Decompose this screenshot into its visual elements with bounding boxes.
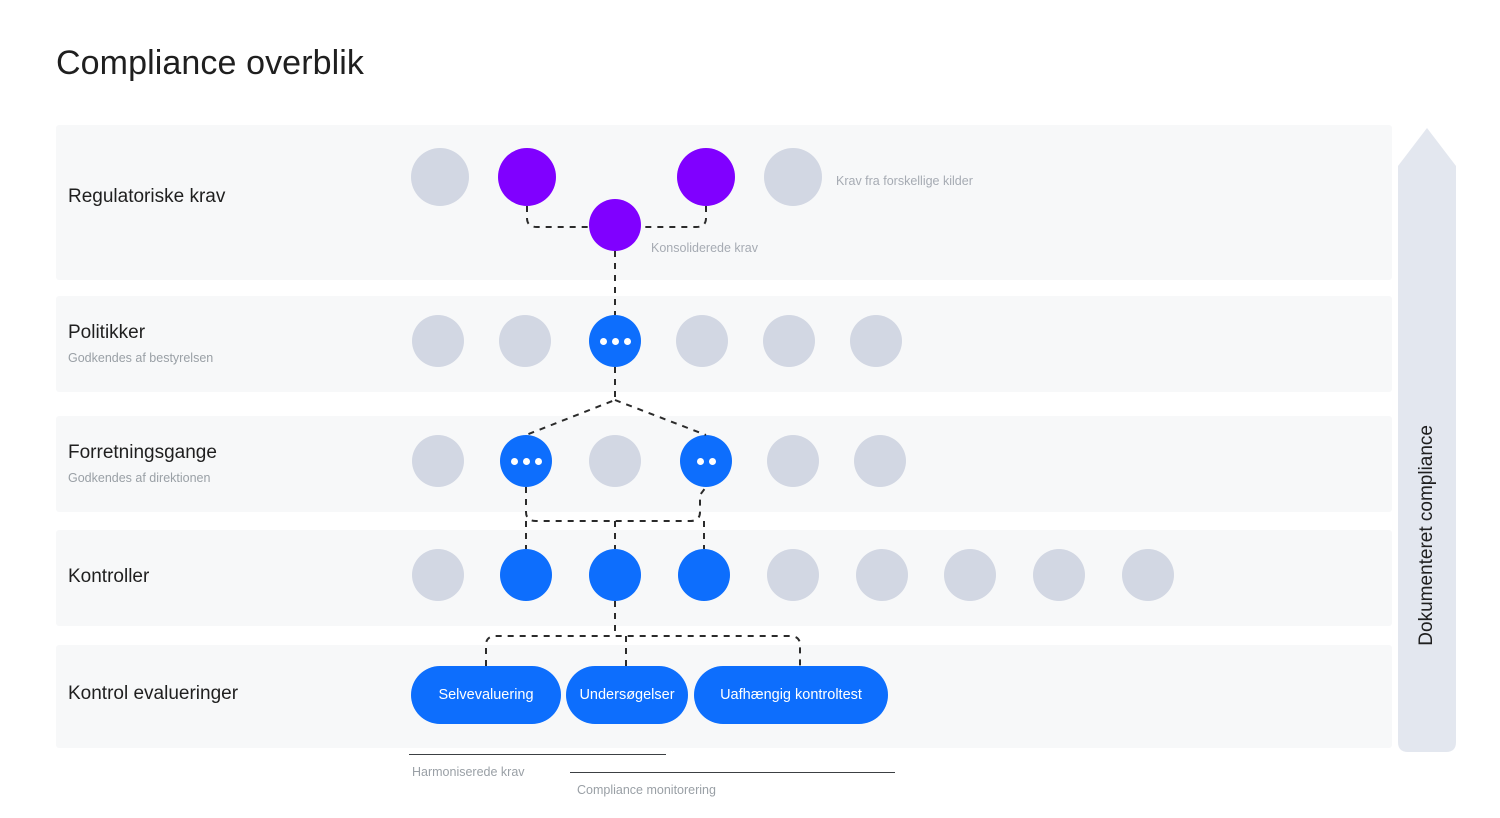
node-politikker-2[interactable] — [499, 315, 551, 367]
node-politikker-6[interactable] — [850, 315, 902, 367]
pill-label: Uafhængig kontroltest — [720, 687, 862, 703]
node-kontroller-4[interactable] — [678, 549, 730, 601]
node-forretningsgange-2[interactable] — [500, 435, 552, 487]
node-regulatoriske-krav-4[interactable] — [677, 148, 735, 206]
pill-selvevaluering[interactable]: Selvevaluering — [411, 666, 561, 724]
pill-label: Undersøgelser — [579, 687, 675, 703]
node-regulatoriske-krav-5[interactable] — [764, 148, 822, 206]
dots-icon — [510, 457, 542, 465]
row-label-kontroller: Kontroller — [68, 566, 150, 587]
node-kontroller-6[interactable] — [856, 549, 908, 601]
documented-compliance-arrow — [1398, 128, 1456, 752]
bracket-line-harmoniserede-krav — [409, 754, 666, 755]
row-sublabel-politikker: Godkendes af bestyrelsen — [68, 351, 214, 365]
node-regulatoriske-krav-2[interactable] — [498, 148, 556, 206]
node-forretningsgange-6[interactable] — [854, 435, 906, 487]
dots-icon — [599, 337, 631, 345]
dots-icon — [696, 457, 716, 465]
bracket-label-compliance-monitorering: Compliance monitorering — [577, 783, 716, 797]
row-label-politikker: Politikker — [68, 322, 146, 343]
page-title: Compliance overblik — [56, 44, 365, 82]
node-kontroller-3[interactable] — [589, 549, 641, 601]
bracket-line-compliance-monitorering — [570, 772, 895, 773]
pill-label: Selvevaluering — [438, 687, 534, 703]
node-konsoliderede-krav[interactable] — [589, 199, 641, 251]
row-label-regulatoriske-krav: Regulatoriske krav — [68, 186, 226, 207]
node-politikker-5[interactable] — [763, 315, 815, 367]
node-politikker-4[interactable] — [676, 315, 728, 367]
node-kontroller-7[interactable] — [944, 549, 996, 601]
node-forretningsgange-3[interactable] — [589, 435, 641, 487]
pill-undersoegelser[interactable]: Undersøgelser — [566, 666, 688, 724]
bracket-label-harmoniserede-krav: Harmoniserede krav — [412, 765, 525, 779]
node-kontroller-9[interactable] — [1122, 549, 1174, 601]
row-label-kontrol-evalueringer: Kontrol evalueringer — [68, 683, 239, 704]
annotation-konsoliderede-krav: Konsoliderede krav — [651, 241, 759, 255]
pill-uafhaengig-kontroltest[interactable]: Uafhængig kontroltest — [694, 666, 888, 724]
node-kontroller-2[interactable] — [500, 549, 552, 601]
node-kontroller-8[interactable] — [1033, 549, 1085, 601]
node-forretningsgange-1[interactable] — [412, 435, 464, 487]
node-politikker-3[interactable] — [589, 315, 641, 367]
node-forretningsgange-4[interactable] — [680, 435, 732, 487]
annotation-krav-fra-forskellige-kilder: Krav fra forskellige kilder — [836, 174, 973, 188]
node-regulatoriske-krav-1[interactable] — [411, 148, 469, 206]
node-politikker-1[interactable] — [412, 315, 464, 367]
row-label-forretningsgange: Forretningsgange — [68, 442, 217, 463]
node-kontroller-1[interactable] — [412, 549, 464, 601]
row-sublabel-forretningsgange: Godkendes af direktionen — [68, 471, 211, 485]
node-kontroller-5[interactable] — [767, 549, 819, 601]
row-band-regulatoriske-krav — [56, 125, 1392, 280]
node-forretningsgange-5[interactable] — [767, 435, 819, 487]
